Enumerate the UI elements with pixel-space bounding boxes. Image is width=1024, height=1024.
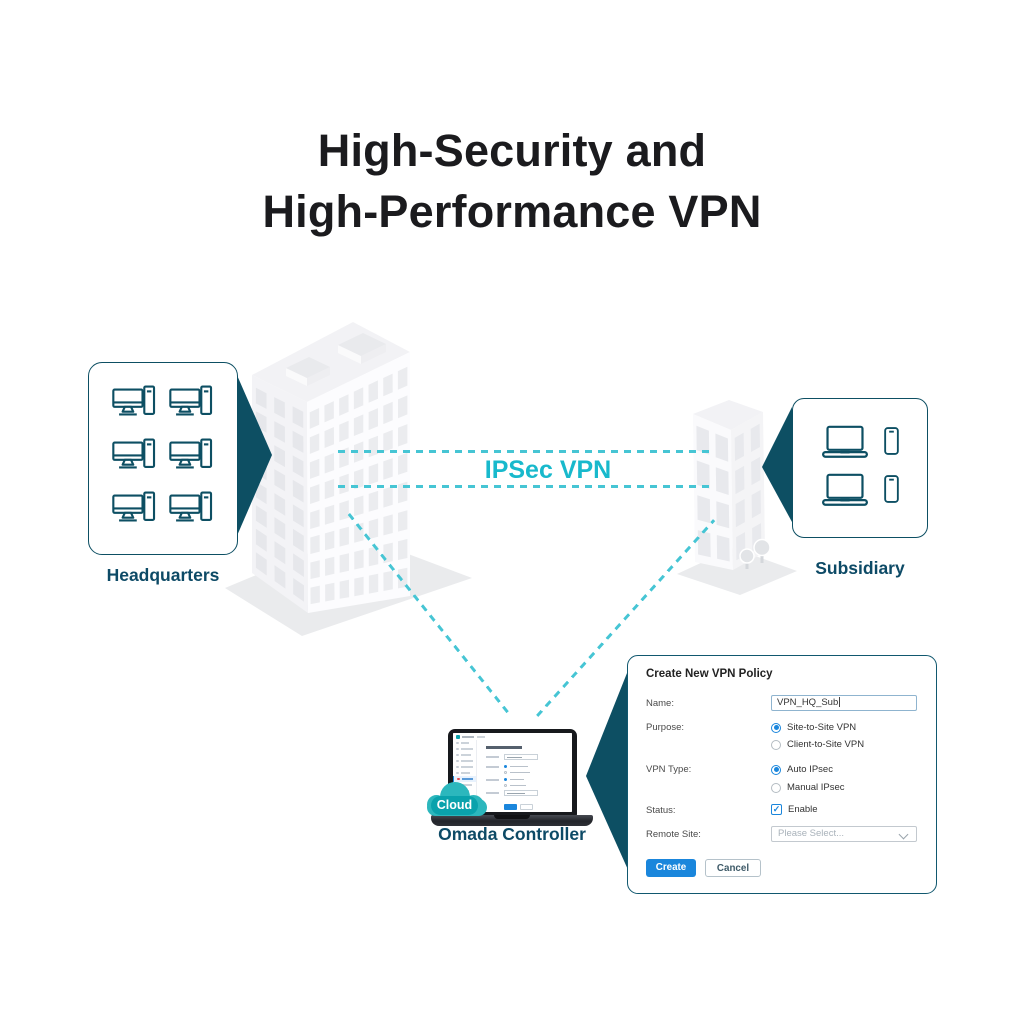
mini-topbar-text: [462, 736, 474, 738]
mini-create-button: [504, 804, 517, 810]
create-button[interactable]: Create: [646, 859, 696, 877]
enable-checkbox-row[interactable]: Enable: [771, 804, 818, 815]
desktop-computer-icon: [169, 489, 215, 527]
name-input[interactable]: VPN_HQ_Sub: [771, 695, 917, 711]
subsidiary-device-row: [822, 425, 899, 459]
omada-controller-label: Omada Controller: [438, 824, 586, 844]
mini-content: [477, 740, 572, 812]
radio-selected-icon[interactable]: [771, 722, 781, 733]
radio-unselected-icon[interactable]: [771, 739, 781, 750]
subsidiary-building-shadow: [677, 548, 797, 595]
laptop-notch: [494, 815, 530, 819]
desktop-computer-icon: [169, 436, 215, 474]
controller-laptop: [448, 729, 577, 816]
name-input-value: VPN_HQ_Sub: [777, 697, 839, 708]
dialog-callout-wedge: [586, 668, 629, 872]
text-cursor: [839, 697, 841, 707]
radio-manual-ipsec[interactable]: Manual IPsec: [771, 782, 845, 793]
status-label: Status:: [646, 805, 676, 816]
mini-form-title: [486, 746, 522, 749]
laptop-icon: [822, 425, 868, 459]
chevron-down-icon: [898, 829, 909, 839]
subsidiary-box: [792, 398, 928, 538]
subsidiary-callout-wedge: [762, 407, 792, 522]
subsidiary-device-row: [822, 473, 899, 507]
create-vpn-policy-dialog: Create New VPN Policy Name: VPN_HQ_Sub P…: [627, 655, 937, 894]
laptop-base: [431, 815, 593, 826]
checkbox-label: Enable: [788, 804, 818, 815]
desktop-computer-icon: [112, 383, 158, 421]
radio-client-to-site[interactable]: Client-to-Site VPN: [771, 739, 864, 750]
desktop-computer-icon: [169, 383, 215, 421]
cloud-badge: Cloud: [421, 779, 491, 825]
page-title-line2: High-Performance VPN: [262, 186, 762, 237]
smartphone-icon: [884, 427, 899, 455]
radio-site-to-site[interactable]: Site-to-Site VPN: [771, 722, 856, 733]
select-placeholder: Please Select...: [778, 828, 845, 839]
checkbox-checked-icon[interactable]: [771, 804, 782, 815]
radio-label: Client-to-Site VPN: [787, 739, 865, 750]
desktop-computer-icon: [112, 489, 158, 527]
subsidiary-label: Subsidiary: [815, 558, 905, 578]
vpn-tunnel-line-top: [338, 450, 712, 453]
mini-cancel-button: [520, 804, 533, 810]
trees: [739, 538, 771, 569]
radio-unselected-icon[interactable]: [771, 782, 781, 793]
headquarters-label: Headquarters: [106, 565, 220, 585]
name-label: Name:: [646, 698, 674, 709]
smartphone-icon: [884, 475, 899, 503]
radio-label: Manual IPsec: [787, 782, 845, 793]
remote-site-select[interactable]: Please Select...: [771, 826, 917, 842]
vpn-type-label: VPN Type:: [646, 764, 692, 775]
page-title-line1: High-Security and: [317, 125, 707, 176]
radio-auto-ipsec[interactable]: Auto IPsec: [771, 764, 833, 775]
vpn-tunnel-line-bottom: [338, 485, 712, 488]
radio-selected-icon[interactable]: [771, 764, 781, 775]
headquarters-box: [88, 362, 238, 555]
remote-site-label: Remote Site:: [646, 829, 701, 840]
laptop-icon: [822, 473, 868, 507]
dialog-title: Create New VPN Policy: [646, 668, 773, 680]
cancel-button[interactable]: Cancel: [705, 859, 761, 877]
ipsec-vpn-label: IPSec VPN: [484, 456, 612, 484]
mini-logo-icon: [456, 735, 460, 739]
page-title: High-Security and High-Performance VPN: [0, 120, 1024, 242]
cloud-badge-label: Cloud: [431, 796, 478, 815]
hq-building: [252, 322, 410, 613]
radio-label: Auto IPsec: [787, 764, 833, 775]
controller-screen: [453, 733, 572, 812]
desktop-computer-icon: [112, 436, 158, 474]
radio-label: Site-to-Site VPN: [787, 722, 857, 733]
purpose-label: Purpose:: [646, 722, 685, 733]
mini-topbar-text: [477, 736, 485, 738]
hq-callout-wedge: [233, 366, 272, 545]
